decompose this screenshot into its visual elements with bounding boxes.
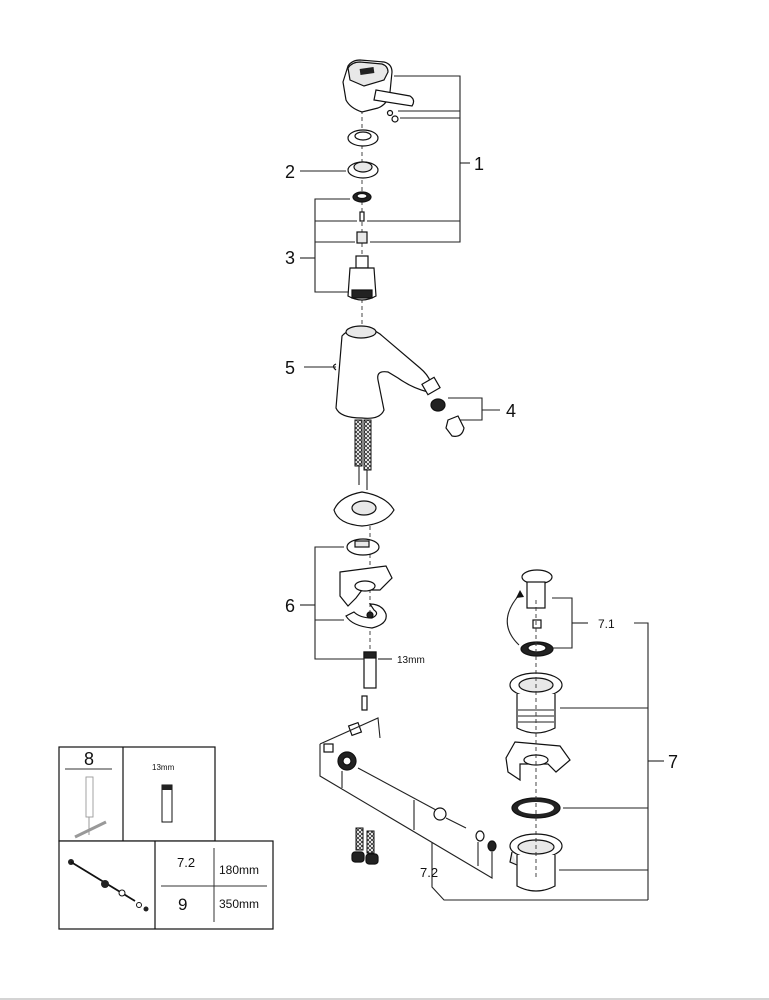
rotate-arrow <box>506 593 521 646</box>
callout-6-bracket <box>300 546 392 660</box>
mixer-body[interactable] <box>332 325 441 419</box>
tool-key-icon <box>74 776 107 839</box>
adapter[interactable] <box>356 231 368 244</box>
gasket-wedge[interactable] <box>339 565 393 607</box>
hose-connectors[interactable] <box>351 827 379 865</box>
screw[interactable] <box>359 211 365 222</box>
callout-5: 5 <box>285 358 295 378</box>
callout-1: 1 <box>474 154 484 174</box>
pop-up-rod-assembly[interactable] <box>323 721 497 852</box>
bottom-divider <box>0 998 769 1000</box>
lever-handle[interactable] <box>342 59 415 123</box>
callout-7: 7 <box>668 752 678 772</box>
rod-table-part-0: 7.2 <box>177 855 195 870</box>
callout-7-bracket <box>552 597 664 900</box>
service-legend-box <box>58 746 274 930</box>
callout-6: 6 <box>285 596 295 616</box>
threaded-rod[interactable] <box>361 651 377 711</box>
rod-assembly-icon <box>68 859 149 912</box>
callout-7-1: 7.1 <box>598 617 615 631</box>
tool-size-label: 13mm <box>152 763 175 772</box>
callout-3-bracket <box>300 198 357 293</box>
rod-table-part-1: 9 <box>178 895 187 914</box>
spray-nozzle[interactable] <box>430 398 465 437</box>
drain-gasket-wedge[interactable] <box>505 741 571 782</box>
tool-number: 8 <box>84 749 94 769</box>
supply-hoses[interactable] <box>354 419 372 490</box>
drain-o-ring-inner <box>518 802 554 814</box>
callout-4: 4 <box>506 401 516 421</box>
plug-seal[interactable] <box>520 641 554 657</box>
callout-4-bracket <box>448 397 500 421</box>
callout-2: 2 <box>285 162 295 182</box>
drain-plug[interactable] <box>521 569 553 629</box>
callout-7-2-bracket <box>319 717 648 901</box>
wrench-size-label: 13mm <box>397 655 425 666</box>
base-plate[interactable] <box>333 491 395 527</box>
socket-tool-icon <box>161 784 173 823</box>
arrow-head-icon <box>516 590 524 598</box>
rod-table-length-1: 350mm <box>219 897 259 911</box>
fixing-washer[interactable] <box>346 538 380 556</box>
callout-3: 3 <box>285 248 295 268</box>
rod-table-length-0: 180mm <box>219 863 259 877</box>
cartridge[interactable] <box>347 255 377 301</box>
horseshoe-washer[interactable] <box>345 603 387 629</box>
callout-7-2: 7.2 <box>420 865 438 880</box>
cover-ring-part-2[interactable] <box>347 161 379 179</box>
callout-1-bracket <box>367 75 470 243</box>
drain-body[interactable] <box>509 672 563 734</box>
seal-ring[interactable] <box>352 191 372 203</box>
cap-ring[interactable] <box>347 129 379 147</box>
